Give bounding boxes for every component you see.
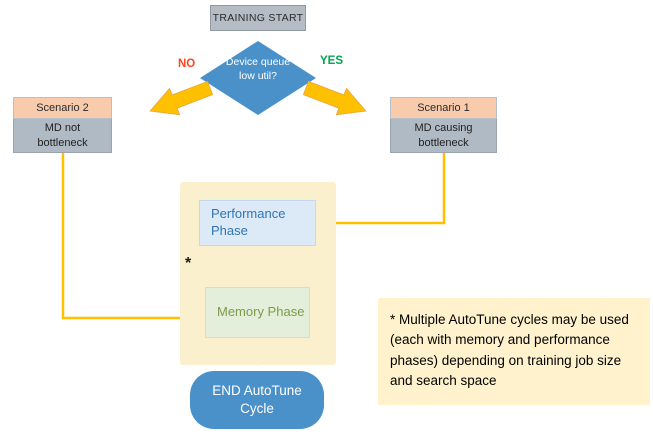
decision-node-label: Device queue low util?: [225, 56, 291, 82]
branch-label-no: NO: [178, 58, 196, 70]
scenario-2-body: MD not bottleneck: [13, 119, 112, 153]
scenario-2-node: Scenario 2 MD not bottleneck: [13, 97, 112, 153]
end-node: END AutoTune Cycle: [190, 371, 324, 429]
start-node: TRAINING START: [210, 5, 306, 31]
cycle-asterisk-marker: *: [185, 255, 192, 272]
no-branch-arrow: [149, 80, 214, 116]
scenario-1-node: Scenario 1 MD causing bottleneck: [390, 97, 497, 153]
connector-scenario1-performance: [320, 153, 446, 228]
connector-scenario2-memory: [61, 153, 200, 323]
memory-phase-node: Memory Phase: [205, 287, 310, 338]
decision-diamond-shape: [200, 41, 316, 115]
scenario-2-title: Scenario 2: [13, 97, 112, 119]
footnote-box: * Multiple AutoTune cycles may be used (…: [378, 298, 650, 405]
branch-label-yes: YES: [320, 55, 344, 67]
scenario-1-title: Scenario 1: [390, 97, 497, 119]
yes-branch-arrow: [302, 80, 367, 116]
scenario-1-body: MD causing bottleneck: [390, 119, 497, 153]
performance-phase-node: Performance Phase: [199, 200, 316, 246]
